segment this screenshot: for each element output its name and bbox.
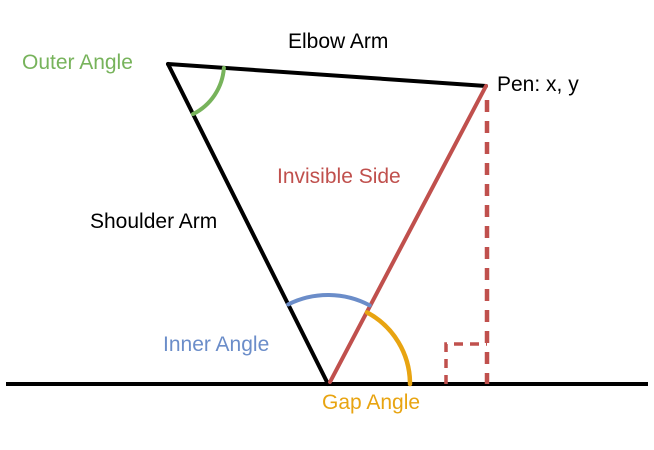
invisible-side-line xyxy=(328,84,488,384)
elbow-arm-label: Elbow Arm xyxy=(288,30,389,53)
pen-coordinates-label: Pen: x, y xyxy=(497,73,579,96)
outer-angle-arc xyxy=(191,65,226,117)
shoulder-arm-label: Shoulder Arm xyxy=(90,210,218,233)
outer-angle-label: Outer Angle xyxy=(22,51,133,74)
elbow-arm-line xyxy=(166,62,488,88)
gap-angle-arc xyxy=(364,310,413,387)
right-angle-marker xyxy=(444,342,487,384)
inner-angle-arc xyxy=(286,293,372,308)
gap-angle-label: Gap Angle xyxy=(322,391,421,414)
inner-angle-label: Inner Angle xyxy=(163,333,270,356)
shoulder-arm-line xyxy=(166,62,330,386)
invisible-side-label: Invisible Side xyxy=(277,165,401,188)
